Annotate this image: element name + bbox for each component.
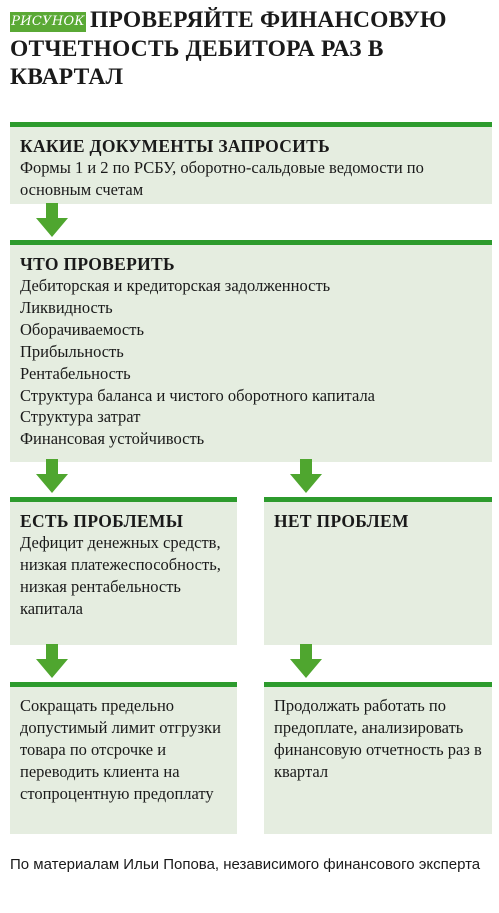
documents-heading: КАКИЕ ДОКУМЕНТЫ ЗАПРОСИТЬ [20, 136, 330, 156]
check-item: Структура затрат [20, 407, 141, 427]
arrow-down-shape [36, 644, 68, 678]
check-item: Оборачиваемость [20, 319, 144, 339]
no-problems-action-text: Продолжать работать по предоплате, анали… [274, 696, 482, 781]
documents-text: Формы 1 и 2 по РСБУ, оборотно-сальдовые … [20, 158, 424, 199]
problems-action-text: Сокращать предельно допустимый лимит отг… [20, 696, 221, 803]
no-problems-heading: НЕТ ПРОБЛЕМ [274, 511, 409, 531]
checks-box: ЧТО ПРОВЕРИТЬ Дебиторская и кредиторская… [10, 240, 492, 462]
problems-action-box: Сокращать предельно допустимый лимит отг… [10, 682, 237, 834]
arrow-down-icon [290, 459, 322, 493]
arrow-down-icon [36, 203, 68, 237]
problems-heading: ЕСТЬ ПРОБЛЕМЫ [20, 511, 184, 531]
arrow-down-shape [36, 203, 68, 237]
problems-text: Дефицит денежных средств, низкая платеже… [20, 533, 221, 618]
no-problems-box: НЕТ ПРОБЛЕМ [264, 497, 492, 645]
check-item: Прибыльность [20, 341, 124, 361]
check-item: Дебиторская и кредиторская задолженность [20, 276, 331, 295]
check-item: Финансовая устойчивость [20, 429, 205, 449]
arrow-down-shape [36, 459, 68, 493]
arrow-down-icon [36, 459, 68, 493]
arrow-down-icon [290, 644, 322, 678]
problems-box: ЕСТЬ ПРОБЛЕМЫ Дефицит денежных средств, … [10, 497, 237, 645]
arrow-down-shape [290, 644, 322, 678]
diagram-title: ПРОВЕРЯЙТЕ ФИНАНСОВУЮ ОТЧЕТНОСТЬ ДЕБИТОР… [10, 7, 447, 90]
checks-list: Дебиторская и кредиторская задолженность… [20, 275, 482, 450]
check-item: Ликвидность [20, 297, 113, 317]
no-problems-action-box: Продолжать работать по предоплате, анали… [264, 682, 492, 834]
check-item: Структура баланса и чистого оборотного к… [20, 385, 375, 405]
figure-badge: РИСУНОК [10, 12, 86, 32]
check-item: Рентабельность [20, 363, 131, 383]
arrow-down-icon [36, 644, 68, 678]
source-credit: По материалам Ильи Попова, независимого … [10, 856, 481, 873]
documents-box: КАКИЕ ДОКУМЕНТЫ ЗАПРОСИТЬ Формы 1 и 2 по… [10, 122, 492, 204]
checks-heading: ЧТО ПРОВЕРИТЬ [20, 254, 175, 274]
arrow-down-shape [290, 459, 322, 493]
